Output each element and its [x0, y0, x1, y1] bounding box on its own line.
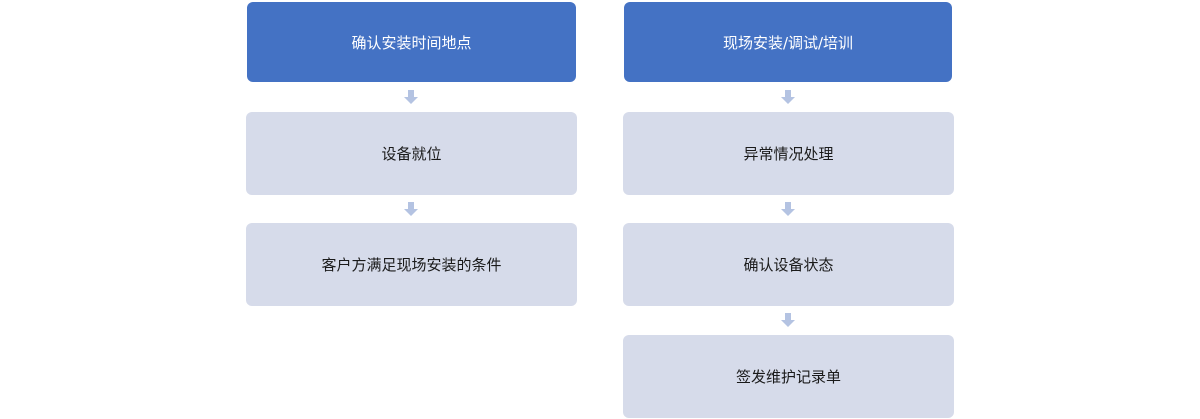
down-arrow-icon	[781, 313, 795, 327]
right-step-label: 确认设备状态	[743, 256, 834, 274]
down-arrow-icon	[404, 90, 418, 104]
right-header-box: 现场安装/调试/培训	[624, 2, 952, 82]
left-step-box: 客户方满足现场安装的条件	[246, 223, 577, 306]
right-step-label: 异常情况处理	[743, 145, 834, 163]
right-step-box: 确认设备状态	[623, 223, 954, 306]
left-header-box: 确认安装时间地点	[247, 2, 576, 82]
right-step-label: 签发维护记录单	[735, 368, 841, 386]
left-header-label: 确认安装时间地点	[351, 33, 472, 52]
left-step-label: 客户方满足现场安装的条件	[321, 256, 502, 274]
down-arrow-icon	[404, 202, 418, 216]
left-step-box: 设备就位	[246, 112, 577, 195]
down-arrow-icon	[781, 202, 795, 216]
right-step-box: 异常情况处理	[623, 112, 954, 195]
right-step-box: 签发维护记录单	[623, 335, 954, 418]
right-header-label: 现场安装/调试/培训	[722, 33, 854, 52]
down-arrow-icon	[781, 90, 795, 104]
left-step-label: 设备就位	[381, 145, 442, 163]
